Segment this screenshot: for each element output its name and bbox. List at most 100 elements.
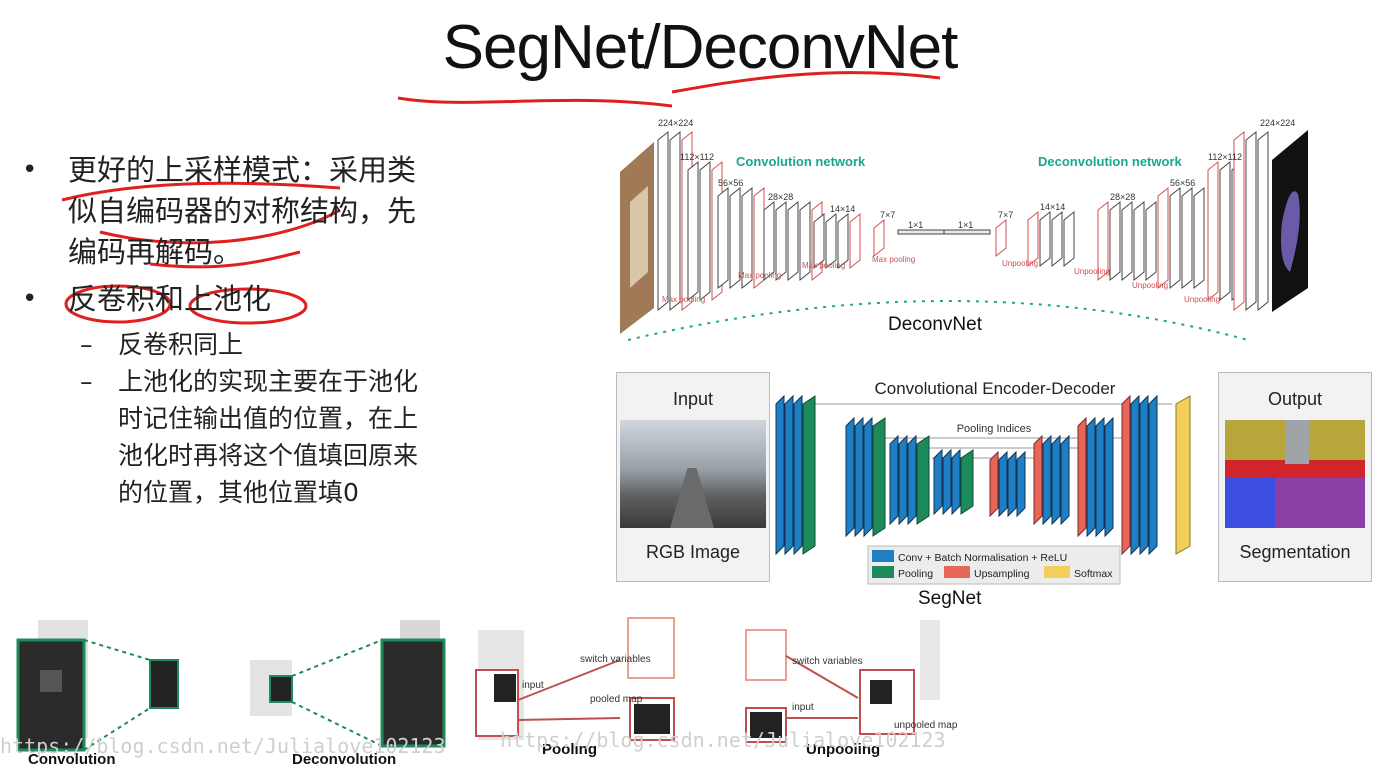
input-panel: Input RGB Image	[616, 372, 770, 582]
pooling-layer	[872, 417, 886, 537]
conv-bn-relu-layer	[889, 434, 899, 526]
unpooling-label: Unpooling	[806, 741, 880, 758]
conv-layer	[687, 160, 699, 302]
rgb-image-label: RGB Image	[645, 542, 741, 562]
size-label: 112×112	[1208, 152, 1242, 162]
deconv-layer	[1097, 200, 1109, 282]
bullet-item: • 反卷积和上池化	[22, 279, 492, 320]
unpooled-map-label: unpooled map	[894, 720, 958, 731]
fc-layer	[943, 229, 991, 235]
road-photo	[620, 420, 766, 528]
output-label: Output	[1267, 389, 1323, 409]
conv-layer	[699, 160, 711, 302]
conv-bn-relu-layer	[1086, 416, 1096, 538]
deconv-layer	[1181, 186, 1193, 290]
conv-bn-relu-layer	[845, 416, 855, 538]
sub-bullet-line: 时记住输出值的位置，在上	[118, 404, 419, 433]
legend-label: Upsampling	[974, 568, 1030, 580]
upsampling-layer	[989, 450, 999, 518]
pooling-indices-label: Pooling Indices	[957, 423, 1032, 435]
size-label: 28×28	[1110, 192, 1135, 202]
deconv-layer	[1121, 200, 1133, 282]
size-label: 224×224	[658, 118, 693, 128]
output-panel: Output Segmentation	[1218, 372, 1372, 582]
segnet-layers	[775, 394, 1191, 556]
deconv-layer	[1063, 210, 1075, 268]
legend-swatch	[1044, 566, 1070, 578]
unpooling-label: Unpooling	[1002, 259, 1038, 268]
conv-layer	[741, 186, 753, 290]
conv-bn-relu-layer	[775, 394, 785, 556]
size-label: 14×14	[830, 204, 855, 214]
bullet-line: 更好的上采样模式：采用类	[68, 153, 417, 187]
size-label: 56×56	[718, 178, 743, 188]
deconv-network-label: Deconvolution network	[1038, 154, 1183, 169]
deconv-layer	[1109, 200, 1121, 282]
size-label: 1×1	[908, 220, 923, 230]
size-label: 7×7	[998, 210, 1013, 220]
conv-bn-relu-layer	[933, 448, 943, 516]
conv-bn-relu-layer	[998, 450, 1008, 518]
deconv-layers	[657, 130, 1269, 312]
switch-variables-label: switch variables	[792, 656, 863, 667]
deconv-layer	[1157, 186, 1169, 290]
conv-layer	[657, 130, 669, 312]
conv-layer	[825, 212, 837, 270]
slide-title: SegNet/DeconvNet	[442, 13, 959, 82]
sub-bullet-item: – 反卷积同上	[80, 326, 492, 363]
deconv-layer	[1207, 160, 1219, 302]
sub-bullet-line: 池化时再将这个值填回原来	[118, 441, 419, 470]
legend-box	[867, 545, 1121, 585]
conv-layer	[813, 212, 825, 270]
conv-network-label: Convolution network	[736, 154, 866, 169]
conv-bn-relu-layer	[1016, 450, 1026, 518]
size-label: 1×1	[958, 220, 973, 230]
switch-variables-label: switch variables	[580, 654, 651, 665]
size-label: 224×224	[1260, 118, 1295, 128]
pooling-layer	[960, 449, 974, 515]
bullet-mark: •	[22, 155, 38, 185]
input-label: input	[522, 680, 544, 691]
pooling-figure: switch variables input pooled map Poolin…	[475, 617, 675, 758]
upsampling-layer	[1121, 394, 1131, 556]
bullet-line: 似自编码器的对称结构，先	[68, 194, 417, 228]
conv-layer	[787, 200, 799, 282]
size-label: 112×112	[680, 152, 714, 162]
sub-bullet-line: 上池化的实现主要在于池化	[118, 367, 419, 396]
deconvolution-label: Deconvolution	[292, 751, 396, 768]
upsampling-layer	[1033, 434, 1043, 526]
deconv-layer	[1133, 200, 1145, 282]
segnet-diagram: Convolutional Encoder-Decoder Pooling In…	[775, 379, 1191, 585]
softmax-layer	[1175, 395, 1191, 555]
bullet-line: 反卷积和上池化	[68, 282, 272, 316]
conv-layer	[717, 186, 729, 290]
segmentation-map	[1225, 420, 1365, 528]
upsampling-layer	[1077, 416, 1087, 538]
conv-bn-relu-layer	[951, 448, 961, 516]
watermark: https://blog.csdn.net/Julialove102123	[0, 734, 446, 758]
max-pooling-label: Max pooling	[872, 255, 915, 264]
size-label: 56×56	[1170, 178, 1195, 188]
conv-layer	[729, 186, 741, 290]
size-label: 28×28	[768, 192, 793, 202]
size-label: 7×7	[880, 210, 895, 220]
deconvnet-caption: DeconvNet	[888, 314, 982, 335]
conv-bn-relu-layer	[863, 416, 873, 538]
deconv-layer	[1245, 130, 1257, 312]
convolution-figure: Convolution	[16, 620, 179, 768]
deconv-layer	[1233, 130, 1245, 312]
legend-label: Softmax	[1074, 568, 1113, 580]
conv-layer	[763, 200, 775, 282]
deconv-layer	[1027, 210, 1039, 268]
pooled-map-label: pooled map	[590, 694, 643, 705]
operations-diagram: Convolution Deconvolution switch variabl…	[16, 617, 958, 768]
unpooling-label: Unpooling	[1074, 267, 1110, 276]
deconv-layer	[1193, 186, 1205, 290]
convolution-label: Convolution	[28, 751, 115, 768]
bullet-line: 编码再解码。	[68, 235, 243, 269]
conv-bn-relu-layer	[1007, 450, 1017, 518]
conv-bn-relu-layer	[907, 434, 917, 526]
conv-bn-relu-layer	[898, 434, 908, 526]
conv-bn-relu-layer	[1148, 394, 1158, 556]
